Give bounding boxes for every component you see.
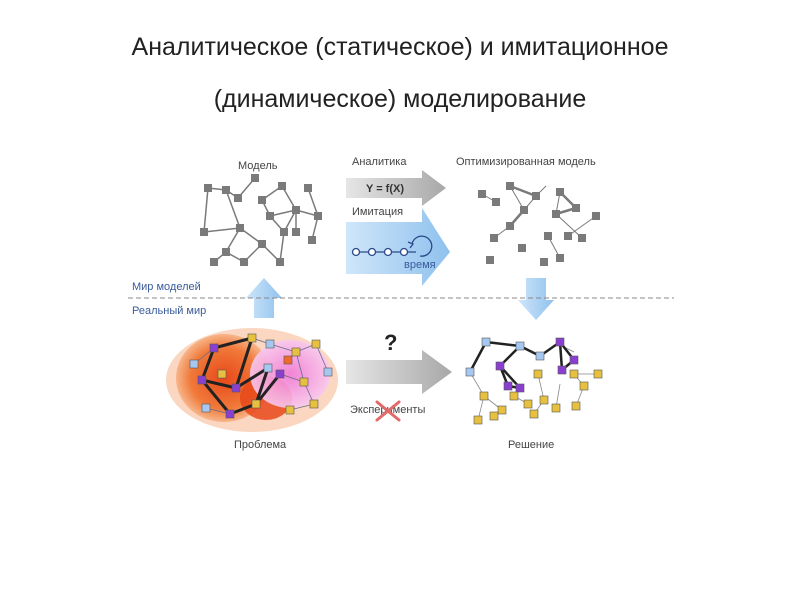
world-of-models-label: Мир моделей — [132, 281, 201, 293]
solution-label: Решение — [508, 439, 554, 451]
model-graph — [204, 178, 318, 262]
imitation-arrow — [346, 208, 450, 286]
problem-label: Проблема — [234, 439, 287, 451]
experiments-arrow — [346, 350, 452, 394]
model-label: Модель — [238, 160, 278, 172]
question-mark: ? — [384, 330, 397, 355]
formula-text: Y = f(X) — [366, 183, 404, 195]
down-arrow — [518, 278, 554, 320]
model-graph-nodes — [200, 174, 322, 266]
time-label: время — [404, 259, 436, 271]
optimized-model-label: Оптимизированная модель — [456, 156, 596, 168]
optimized-graph-nodes — [478, 182, 600, 266]
optimized-graph-bold — [510, 186, 576, 226]
solution-nodes — [466, 338, 602, 424]
imitation-label: Имитация — [352, 206, 403, 218]
real-world-label: Реальный мир — [132, 305, 206, 317]
analytics-label: Аналитика — [352, 156, 407, 168]
